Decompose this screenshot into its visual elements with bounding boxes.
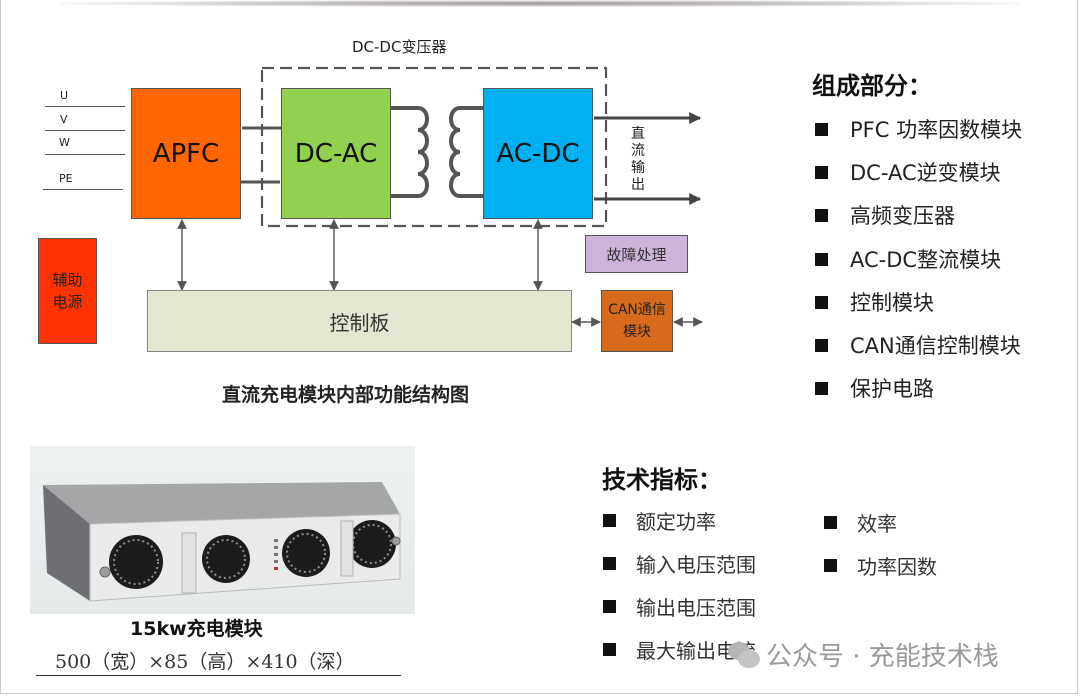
watermark: 公众号 · 充能技术栈	[726, 636, 999, 673]
dc-output-label: 直流输出	[631, 126, 645, 193]
module-handle-left	[181, 532, 197, 594]
module-screw-left	[99, 566, 111, 578]
input-label-pe: PE	[59, 172, 73, 185]
dc-ac-label: DC-AC	[294, 138, 378, 169]
fan-grille-1	[109, 535, 163, 589]
can-module-block: CAN通信模块	[601, 290, 673, 352]
transformer-group-label: DC-DC变压器	[352, 38, 447, 56]
wechat-icon	[726, 640, 762, 670]
spec-item: 功率因数	[824, 551, 937, 580]
spec-item: 效率	[824, 508, 897, 537]
dimensions-underline	[36, 675, 401, 676]
ac-dc-label: AC-DC	[496, 138, 580, 169]
aux-power-label: 辅助电源	[52, 271, 83, 311]
component-item: 高频变压器	[815, 200, 955, 230]
apfc-block: APFC	[131, 88, 241, 219]
fan-grille-3	[282, 529, 330, 577]
input-label-v: V	[60, 113, 68, 126]
dc-dc-group-border	[260, 66, 608, 228]
component-item: 控制模块	[815, 287, 934, 317]
transformer-secondary-coil	[449, 106, 484, 198]
bullet-square-icon	[824, 516, 837, 529]
component-item: CAN通信控制模块	[815, 330, 1021, 360]
module-top-surface	[43, 482, 400, 524]
dc-ac-block: DC-AC	[281, 88, 391, 219]
top-shadow-decoration	[60, 0, 1020, 7]
bullet-square-icon	[603, 514, 616, 527]
charging-module-illustration	[43, 482, 401, 602]
specs-title: 技术指标：	[602, 466, 722, 494]
component-item: PFC 功率因数模块	[815, 114, 1022, 144]
spec-item: 输出电压范围	[603, 592, 756, 621]
control-board-block: 控制板	[147, 290, 572, 352]
module-screw-right	[391, 536, 401, 546]
bullet-square-icon	[815, 381, 828, 395]
module-left-side	[43, 485, 90, 601]
input-line-w	[45, 154, 125, 155]
input-label-u: U	[60, 89, 69, 102]
component-item: 保护电路	[815, 373, 934, 403]
module-handle-right	[340, 520, 354, 577]
fault-handling-label: 故障处理	[606, 245, 667, 264]
watermark-text: 公众号 · 充能技术栈	[766, 642, 999, 672]
input-line-u	[45, 106, 125, 107]
bullet-square-icon	[815, 208, 828, 222]
bullet-square-icon	[603, 643, 616, 656]
bullet-square-icon	[815, 252, 828, 266]
spec-item: 额定功率	[603, 506, 716, 535]
control-board-label: 控制板	[329, 310, 390, 335]
bullet-square-icon	[815, 338, 828, 352]
product-photo	[30, 446, 415, 614]
bullet-square-icon	[815, 122, 828, 136]
fault-handling-block: 故障处理	[585, 235, 688, 273]
product-dimensions: 500（宽）×85（高）×410（深）	[55, 651, 355, 673]
fan-grille-4	[348, 520, 396, 568]
bullet-square-icon	[824, 559, 837, 572]
bullet-square-icon	[815, 295, 828, 309]
fan-grille-2	[202, 535, 250, 583]
input-line-v	[45, 130, 125, 131]
ac-dc-block: AC-DC	[483, 88, 593, 219]
transformer-primary-coil	[390, 106, 429, 198]
input-label-w: W	[59, 136, 70, 149]
can-module-label: CAN通信模块	[608, 302, 666, 340]
product-name: 15kw充电模块	[130, 618, 263, 640]
aux-power-block: 辅助电源	[38, 238, 97, 344]
input-line-pe	[43, 189, 123, 190]
component-item: DC-AC逆变模块	[815, 157, 1001, 187]
bullet-square-icon	[603, 557, 616, 570]
components-title: 组成部分：	[812, 72, 932, 100]
bullet-square-icon	[603, 600, 616, 613]
spec-item: 输入电压范围	[603, 549, 756, 578]
component-item: AC-DC整流模块	[815, 244, 1001, 274]
apfc-label: APFC	[152, 138, 220, 169]
bullet-square-icon	[815, 165, 828, 179]
diagram-caption: 直流充电模块内部功能结构图	[222, 384, 470, 406]
